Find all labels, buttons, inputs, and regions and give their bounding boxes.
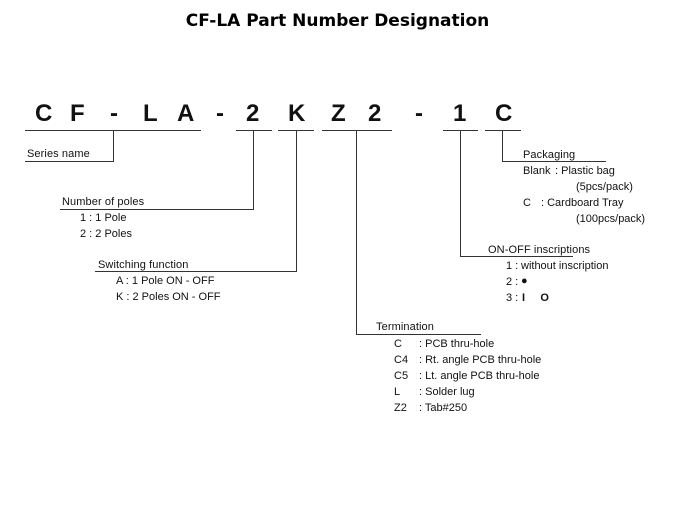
code-char: A bbox=[177, 100, 195, 127]
poles-label: Number of poles bbox=[62, 196, 145, 208]
inscriptions-code: 2 : bbox=[506, 276, 519, 288]
termination-code: Z2 bbox=[394, 402, 407, 414]
code-char: L bbox=[143, 100, 158, 127]
bullet-symbol-icon: ● bbox=[521, 275, 528, 287]
packaging-note: (100pcs/pack) bbox=[576, 213, 646, 225]
switching-label: Switching function bbox=[98, 259, 189, 271]
packaging-desc: : Cardboard Tray bbox=[541, 197, 624, 209]
packaging-label: Packaging bbox=[523, 149, 576, 161]
connector-inscriptions-vertical bbox=[460, 130, 461, 257]
packaging-code: C bbox=[523, 197, 531, 209]
connector-packaging-vertical bbox=[502, 130, 503, 162]
termination-desc: : Lt. angle PCB thru-hole bbox=[419, 370, 540, 382]
code-char: 2 bbox=[368, 100, 382, 127]
underline-packaging bbox=[485, 130, 521, 131]
packaging-note: (5pcs/pack) bbox=[576, 181, 633, 193]
code-char: C bbox=[495, 100, 513, 127]
termination-desc: : Tab#250 bbox=[419, 402, 468, 414]
inscriptions-desc: without inscription bbox=[521, 260, 609, 272]
termination-code: L bbox=[394, 386, 401, 398]
switching-option: K : 2 Poles ON - OFF bbox=[116, 291, 221, 303]
connector-series-vertical bbox=[113, 130, 114, 162]
packaging-desc: : Plastic bag bbox=[555, 165, 615, 177]
termination-code: C5 bbox=[394, 370, 409, 382]
poles-option: 2 : 2 Poles bbox=[80, 228, 132, 240]
page-title: CF-LA Part Number Designation bbox=[185, 11, 490, 31]
code-char: - bbox=[216, 100, 224, 127]
connector-switching-vertical bbox=[296, 130, 297, 272]
code-char: 1 bbox=[453, 100, 467, 127]
code-char: K bbox=[288, 100, 306, 127]
underline-termination bbox=[322, 130, 392, 131]
on-off-symbol-icon: I O bbox=[522, 292, 549, 304]
packaging-code: Blank bbox=[523, 165, 551, 177]
connector-series-horizontal bbox=[25, 161, 114, 162]
inscriptions-label: ON-OFF inscriptions bbox=[488, 244, 591, 256]
connector-poles-horizontal bbox=[60, 209, 254, 210]
switching-option: A : 1 Pole ON - OFF bbox=[116, 275, 215, 287]
code-char: F bbox=[70, 100, 85, 127]
code-char: Z bbox=[331, 100, 346, 127]
connector-packaging-horizontal bbox=[502, 161, 606, 162]
underline-poles bbox=[236, 130, 272, 131]
termination-desc: : Solder lug bbox=[419, 386, 475, 398]
code-char: - bbox=[110, 100, 118, 127]
termination-label: Termination bbox=[376, 321, 434, 333]
series-label: Series name bbox=[27, 148, 90, 160]
termination-desc: : Rt. angle PCB thru-hole bbox=[419, 354, 542, 366]
inscriptions-code: 3 : bbox=[506, 292, 519, 304]
connector-inscriptions-horizontal bbox=[460, 256, 573, 257]
poles-option: 1 : 1 Pole bbox=[80, 212, 127, 224]
termination-desc: : PCB thru-hole bbox=[419, 338, 495, 350]
connector-termination-horizontal bbox=[356, 334, 481, 335]
code-char: 2 bbox=[246, 100, 260, 127]
termination-code: C4 bbox=[394, 354, 409, 366]
inscriptions-code: 1 : bbox=[506, 260, 519, 272]
connector-poles-vertical bbox=[253, 130, 254, 210]
connector-switching-horizontal bbox=[95, 271, 297, 272]
connector-termination-vertical bbox=[356, 130, 357, 335]
termination-code: C bbox=[394, 338, 402, 350]
code-char: - bbox=[415, 100, 423, 127]
code-char: C bbox=[35, 100, 53, 127]
